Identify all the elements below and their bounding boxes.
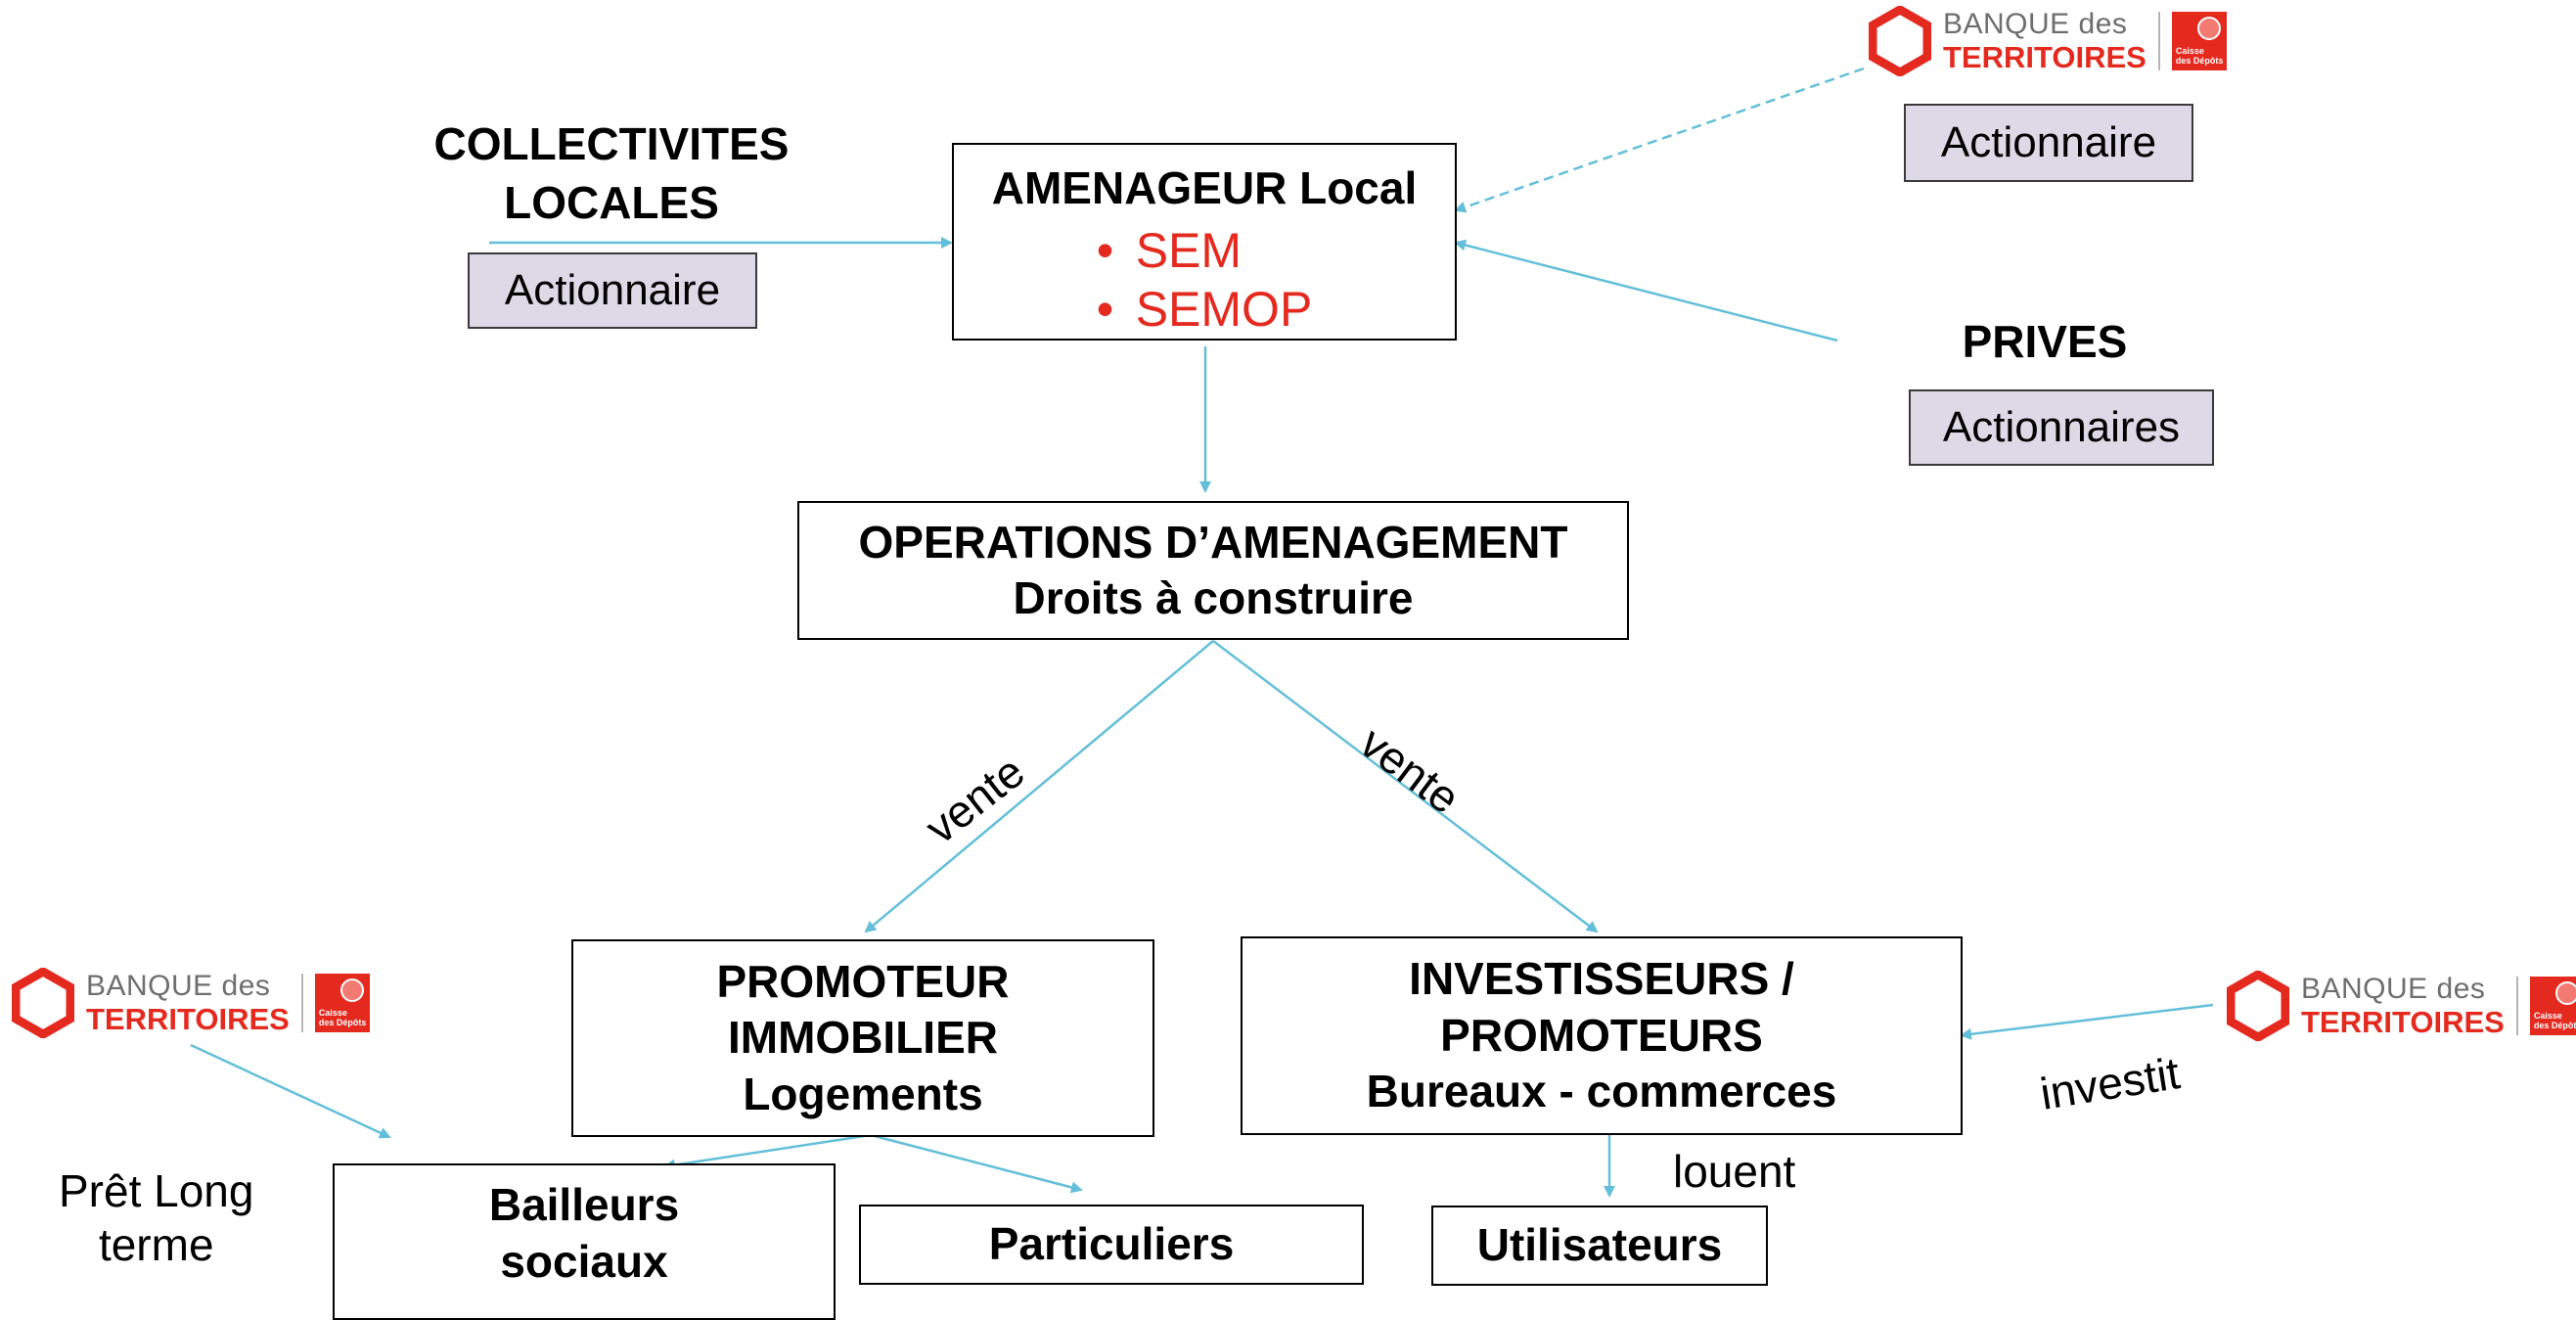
banque-top-actionnaire-tag: Actionnaire: [1904, 104, 2193, 182]
logo-line2: TERRITOIRES: [86, 1002, 290, 1036]
amenageur-title: AMENAGEUR Local: [991, 162, 1418, 213]
logo-line1: BANQUE des: [2301, 973, 2486, 1005]
logo-separator: [2515, 977, 2518, 1035]
louent-label: louent: [1673, 1146, 1796, 1197]
utilisateurs-box: Utilisateurs: [1431, 1206, 1768, 1286]
prives-title: PRIVES: [1962, 316, 2128, 367]
collectivites-title: COLLECTIVITES LOCALES: [391, 115, 832, 233]
promoteur-line3: Logements: [743, 1068, 983, 1119]
arrow-prives-to-amenageur: [1454, 239, 1838, 342]
investisseurs-box: INVESTISSEURS / PROMOTEURS Bureaux - com…: [1241, 936, 1963, 1135]
investisseurs-line1: INVESTISSEURS /: [1409, 953, 1794, 1005]
bailleurs-line1: Bailleurs: [488, 1179, 680, 1230]
logo-line2: TERRITOIRES: [2301, 1005, 2505, 1039]
logo-separator: [300, 974, 303, 1032]
hexagon-logo-icon: [2227, 971, 2289, 1041]
logo-wordmark: BANQUE des TERRITOIRES: [1943, 8, 2147, 74]
bailleurs-box: Bailleurs sociaux: [333, 1163, 836, 1320]
bailleurs-line2: sociaux: [500, 1235, 668, 1287]
logo-wordmark: BANQUE des TERRITOIRES: [2301, 973, 2505, 1039]
logo-line1: BANQUE des: [1943, 8, 2128, 40]
particuliers-box: Particuliers: [859, 1205, 1364, 1285]
arrow-banque-to-bailleurs: [190, 1043, 391, 1139]
hexagon-logo-icon: [12, 968, 74, 1038]
particuliers-label: Particuliers: [988, 1218, 1235, 1270]
prives-actionnaires-tag: Actionnaires: [1909, 389, 2214, 466]
promoteur-box: PROMOTEUR IMMOBILIER Logements: [571, 939, 1154, 1137]
operations-line2: Droits à construire: [1013, 572, 1414, 623]
pret-long-terme-label: Prêt Long terme: [59, 1164, 253, 1272]
promoteur-line2: IMMOBILIER: [728, 1012, 998, 1064]
logo-line2: TERRITOIRES: [1943, 40, 2147, 74]
pret-line1: Prêt Long: [59, 1165, 254, 1216]
amenageur-item-semop: •SEMOP: [1096, 281, 1313, 337]
arrow-banque-to-investisseurs: [1960, 1003, 2214, 1040]
amenageur-list: •SEM •SEMOP: [1097, 221, 1313, 339]
hexagon-logo-icon: [1869, 6, 1931, 76]
pret-line2: terme: [98, 1219, 214, 1271]
promoteur-line1: PROMOTEUR: [716, 955, 1010, 1007]
operations-line1: OPERATIONS D’AMENAGEMENT: [858, 516, 1568, 568]
logo-wordmark: BANQUE des TERRITOIRES: [86, 970, 290, 1036]
operations-box: OPERATIONS D’AMENAGEMENT Droits à constr…: [797, 501, 1629, 640]
utilisateurs-label: Utilisateurs: [1476, 1219, 1723, 1271]
investisseurs-line3: Bureaux - commerces: [1366, 1066, 1837, 1117]
arrow-banque-to-amenageur: [1454, 67, 1865, 213]
prives-tag-label: Actionnaires: [1942, 403, 2181, 451]
arrow-operations-to-promoteur: [864, 640, 1214, 933]
arrow-promoteur-to-particuliers: [870, 1133, 1083, 1194]
logo-separator: [2157, 12, 2160, 70]
investisseurs-line2: PROMOTEURS: [1440, 1009, 1763, 1061]
amenageur-box: AMENAGEUR Local •SEM •SEMOP: [952, 143, 1457, 341]
arrow-operations-to-investisseurs: [1212, 640, 1599, 933]
collectivites-actionnaire-tag: Actionnaire: [468, 252, 757, 329]
collectivites-title-line2: LOCALES: [504, 176, 719, 228]
amenageur-item-sem: •SEM: [1096, 222, 1243, 278]
collectivites-tag-label: Actionnaire: [504, 266, 721, 314]
collectivites-title-line1: COLLECTIVITES: [433, 118, 790, 169]
logo-line1: BANQUE des: [86, 970, 271, 1002]
arrow-promoteur-to-bailleurs: [663, 1133, 872, 1171]
banque-top-tag-label: Actionnaire: [1940, 118, 2157, 166]
